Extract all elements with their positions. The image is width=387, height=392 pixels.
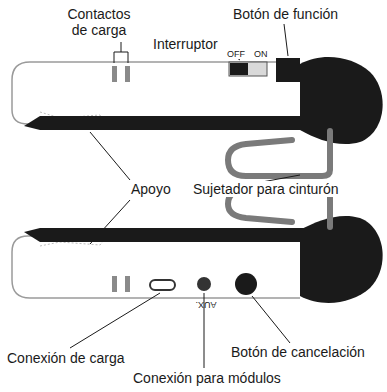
part-label: Conexión de carga: [6, 350, 148, 366]
switch: [229, 62, 267, 76]
cancel-button: [235, 273, 257, 295]
part-label: Botón de función: [232, 6, 374, 22]
port-marking: AUX.: [192, 300, 220, 310]
charge-contact: [112, 276, 117, 292]
aux-jack: [197, 277, 211, 291]
bottom-view: [12, 190, 383, 303]
part-label: Interruptor: [152, 36, 234, 52]
support-bar: [24, 228, 330, 242]
function-button: [276, 58, 300, 82]
charge-contact: [112, 66, 117, 82]
housing-outline: [12, 236, 300, 298]
switch-slider: [230, 63, 248, 75]
charge-contact: [125, 276, 130, 292]
part-label: Contactos de carga: [60, 6, 138, 38]
part-label: Apoyo: [130, 181, 176, 197]
support-bar: [24, 116, 330, 130]
charge-contact: [125, 66, 130, 82]
part-label: ON: [253, 49, 273, 59]
part-label: Conexión para módulos: [132, 370, 314, 386]
usb-c-port: [150, 280, 175, 290]
belt-clip: [228, 131, 330, 176]
housing-outline: [12, 62, 300, 124]
part-label: Botón de cancelación: [230, 344, 384, 360]
part-label: Sujetador para cinturón: [192, 181, 374, 197]
top-view: [12, 57, 383, 176]
housing-end: [300, 57, 383, 144]
part-label: OFF: [226, 49, 248, 59]
